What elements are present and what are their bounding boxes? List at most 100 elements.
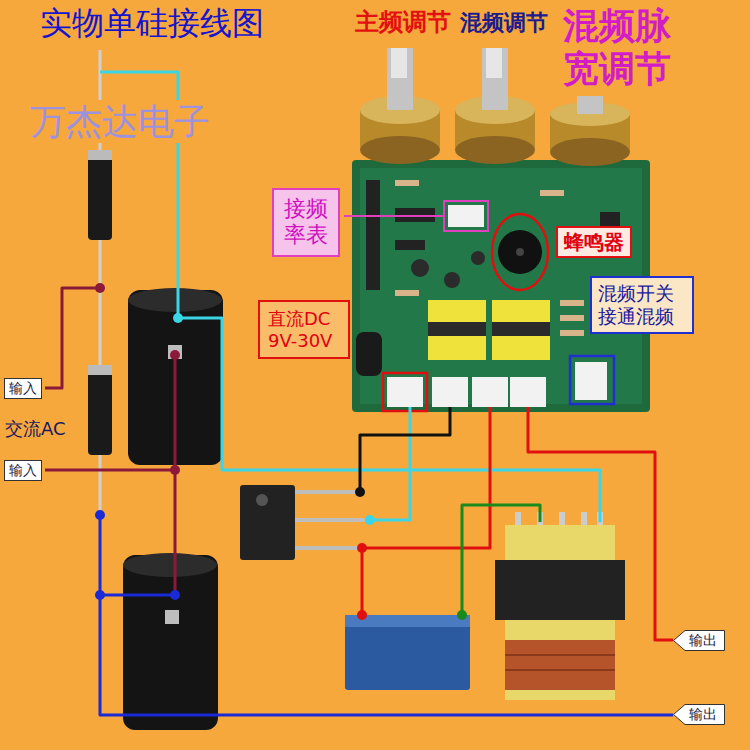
rectifier-diode bbox=[88, 365, 112, 455]
wire-joint bbox=[95, 510, 105, 520]
wire bbox=[360, 407, 450, 492]
wire-joint bbox=[170, 350, 180, 360]
wire-joint bbox=[357, 610, 367, 620]
circuit-board bbox=[444, 272, 460, 288]
circuit-board bbox=[510, 377, 546, 407]
circuit-board bbox=[387, 377, 423, 407]
igbt-transistor bbox=[240, 485, 295, 560]
terminal-arrow-tag: 输出 bbox=[673, 704, 725, 725]
wire-joint bbox=[365, 515, 375, 525]
circuit-board bbox=[395, 290, 419, 296]
wire bbox=[462, 505, 540, 615]
box-text: 接频率表 bbox=[284, 196, 328, 249]
wire bbox=[100, 515, 673, 715]
electrolytic-capacitor bbox=[123, 555, 218, 730]
igbt-transistor bbox=[256, 494, 268, 506]
potentiometer bbox=[577, 96, 603, 114]
potentiometer bbox=[550, 138, 630, 166]
wire bbox=[45, 288, 100, 388]
electrolytic-capacitor bbox=[123, 288, 223, 730]
box-text: 输出 bbox=[689, 706, 717, 723]
highlight-mark bbox=[570, 356, 614, 404]
wire-joint bbox=[357, 543, 367, 553]
wire-joint bbox=[95, 283, 467, 620]
wire-joint bbox=[355, 487, 365, 497]
circuit-board bbox=[575, 362, 607, 400]
wire bbox=[362, 407, 490, 548]
wire bbox=[361, 548, 364, 615]
potentiometer bbox=[455, 136, 535, 164]
wire bbox=[45, 469, 175, 472]
wire-joint bbox=[457, 610, 467, 620]
film-capacitor bbox=[345, 615, 470, 690]
potentiometer bbox=[455, 48, 535, 164]
circuit-board bbox=[432, 377, 468, 407]
arrow-tag-outline bbox=[674, 705, 725, 725]
potentiometer bbox=[360, 136, 440, 164]
circuit-board bbox=[428, 322, 486, 336]
rectifier-diode bbox=[88, 150, 112, 160]
wire-joint bbox=[95, 283, 105, 293]
wire-joint bbox=[170, 590, 180, 600]
box-text: 蜂鸣器 bbox=[564, 230, 624, 254]
diagram-title: 实物单硅接线图 bbox=[40, 4, 264, 42]
potentiometer bbox=[482, 48, 508, 110]
terminal-tag: 输入 bbox=[4, 378, 42, 399]
potentiometer bbox=[550, 96, 630, 166]
highlight-mark bbox=[383, 373, 427, 411]
circuit-board bbox=[540, 190, 564, 196]
potentiometer bbox=[387, 48, 413, 110]
electrolytic-capacitor bbox=[128, 288, 222, 312]
circuit-board bbox=[560, 330, 584, 336]
terminal-tag: 输入 bbox=[4, 460, 42, 481]
box-text: 直流DC 9V-30V bbox=[268, 308, 340, 351]
highlight-mark bbox=[492, 214, 548, 290]
circuit-board bbox=[516, 248, 524, 256]
callout-box: 混频开关 接通混频 bbox=[590, 276, 694, 334]
circuit-board bbox=[356, 332, 382, 376]
box-text: 输入 bbox=[9, 462, 37, 479]
circuit-board bbox=[428, 300, 486, 360]
potentiometer bbox=[391, 48, 407, 78]
circuit-board bbox=[471, 251, 485, 265]
high-voltage-transformer bbox=[495, 560, 625, 620]
circuit-board bbox=[366, 180, 380, 290]
knob-label: 混频脉宽调节 bbox=[563, 4, 688, 90]
film-capacitor bbox=[345, 615, 470, 690]
high-voltage-transformer bbox=[505, 654, 615, 656]
potentiometer bbox=[360, 48, 440, 164]
callout-box: 接频率表 bbox=[272, 188, 340, 257]
circuit-board bbox=[472, 377, 508, 407]
high-voltage-transformer bbox=[505, 640, 615, 690]
high-voltage-transformer bbox=[505, 669, 615, 671]
callout-box: 直流DC 9V-30V bbox=[258, 300, 350, 359]
knob-label: 主频调节 bbox=[355, 8, 451, 37]
wire bbox=[178, 318, 600, 522]
circuit-board bbox=[448, 205, 484, 227]
electrolytic-capacitor bbox=[168, 345, 182, 359]
high-voltage-transformer bbox=[495, 512, 625, 700]
terminal-label: 交流AC bbox=[5, 418, 66, 440]
box-text: 输入 bbox=[9, 380, 37, 397]
terminal-arrow-tag: 输出 bbox=[673, 630, 725, 651]
circuit-board bbox=[395, 180, 419, 186]
rectifier-diode bbox=[88, 150, 112, 240]
electrolytic-capacitor bbox=[123, 553, 217, 577]
box-text: 混频开关 接通混频 bbox=[598, 282, 686, 328]
wire bbox=[528, 407, 673, 640]
knob-label: 混频调节 bbox=[460, 10, 548, 36]
arrow-tag-outline bbox=[674, 631, 725, 651]
highlight-mark bbox=[344, 215, 444, 217]
callout-box: 蜂鸣器 bbox=[556, 226, 632, 258]
wire-joint bbox=[95, 590, 105, 600]
highlight-mark bbox=[444, 201, 488, 231]
box-text: 输出 bbox=[689, 632, 717, 649]
circuit-board bbox=[395, 240, 425, 250]
circuit-board bbox=[560, 315, 584, 321]
electrolytic-capacitor bbox=[165, 610, 179, 624]
circuit-board bbox=[560, 300, 584, 306]
wire-joint bbox=[173, 313, 183, 323]
rectifier-diode bbox=[88, 365, 112, 375]
